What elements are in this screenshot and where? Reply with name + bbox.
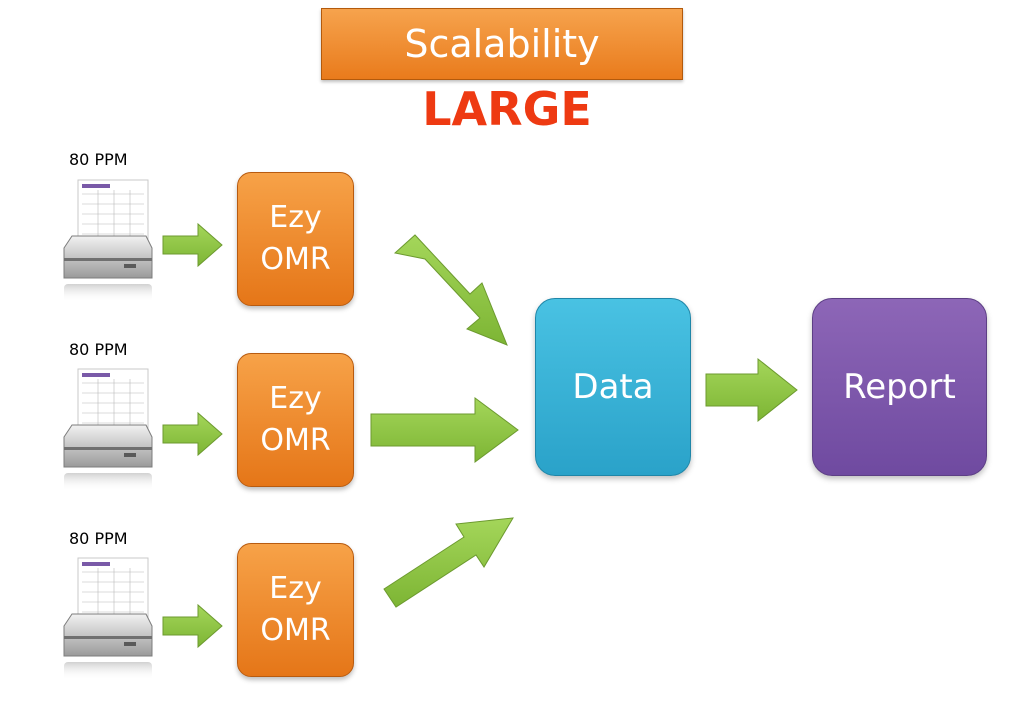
flow-arrow-icon: [383, 517, 514, 608]
document-scanner-icon: [63, 179, 153, 302]
omr-line2: OMR: [260, 423, 331, 458]
omr-line1: Ezy: [269, 200, 322, 235]
scanner-speed-label-1: 80 PPM: [69, 150, 128, 169]
document-scanner-icon: [63, 557, 153, 680]
flow-arrow-icon: [393, 234, 508, 346]
report-node-label: Report: [843, 367, 956, 407]
omr-line1: Ezy: [269, 381, 322, 416]
title-text: Scalability: [404, 22, 600, 66]
omr-line1: Ezy: [269, 571, 322, 606]
document-scanner-icon: [63, 368, 153, 491]
title-banner: Scalability: [321, 8, 683, 80]
report-node: Report: [812, 298, 987, 476]
omr-line2: OMR: [260, 242, 331, 277]
flow-arrow-icon: [162, 603, 223, 649]
flow-arrow-icon: [705, 357, 798, 423]
flow-arrow-icon: [370, 397, 519, 463]
omr-line2: OMR: [260, 613, 331, 648]
ezy-omr-box-3: Ezy OMR: [237, 543, 354, 677]
subtitle-large: LARGE: [422, 82, 592, 136]
scanner-speed-label-3: 80 PPM: [69, 529, 128, 548]
data-node: Data: [535, 298, 691, 476]
scanner-speed-label-2: 80 PPM: [69, 340, 128, 359]
flow-arrow-icon: [162, 411, 223, 457]
ezy-omr-box-1: Ezy OMR: [237, 172, 354, 306]
ezy-omr-box-2: Ezy OMR: [237, 353, 354, 487]
data-node-label: Data: [572, 367, 654, 407]
flow-arrow-icon: [162, 222, 223, 268]
